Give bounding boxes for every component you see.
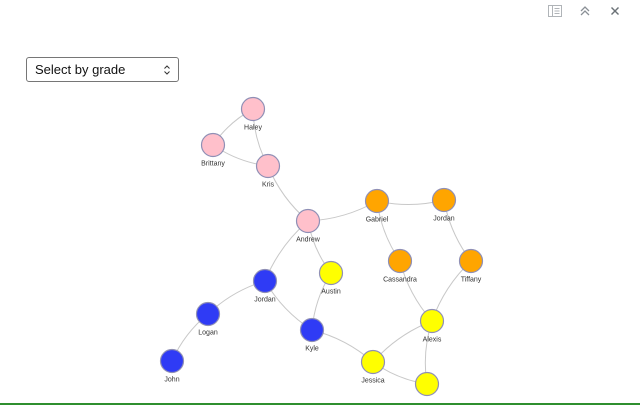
node-cassandra[interactable]: Cassandra	[383, 248, 417, 284]
node-circle-unnamed[interactable]	[414, 371, 440, 397]
node-jordan-o[interactable]: Jordan	[431, 187, 457, 223]
node-label-jordan-b: Jordan	[254, 297, 276, 304]
node-andrew[interactable]: Andrew	[295, 208, 321, 244]
node-label-brittany: Brittany	[201, 161, 225, 168]
node-circle-john[interactable]	[159, 348, 185, 374]
node-circle-jessica[interactable]	[360, 349, 386, 375]
node-circle-austin[interactable]	[318, 260, 344, 286]
node-alexis[interactable]: Alexis	[419, 308, 445, 344]
node-john[interactable]: John	[159, 348, 185, 384]
node-unnamed[interactable]	[414, 371, 440, 397]
node-label-john: John	[164, 377, 179, 384]
node-jordan-b[interactable]: Jordan	[252, 268, 278, 304]
node-label-austin: Austin	[321, 289, 341, 296]
node-brittany[interactable]: Brittany	[200, 132, 226, 168]
node-label-cassandra: Cassandra	[383, 277, 417, 284]
collapse-up-icon[interactable]	[574, 2, 596, 20]
node-label-jessica: Jessica	[361, 378, 384, 385]
node-circle-cassandra[interactable]	[387, 248, 413, 274]
node-kris[interactable]: Kris	[255, 153, 281, 189]
node-austin[interactable]: Austin	[318, 260, 344, 296]
close-icon[interactable]	[604, 2, 626, 20]
window-controls	[544, 2, 626, 20]
node-circle-gabriel[interactable]	[364, 188, 390, 214]
node-kyle[interactable]: Kyle	[299, 317, 325, 353]
node-circle-alexis[interactable]	[419, 308, 445, 334]
node-gabriel[interactable]: Gabriel	[364, 188, 390, 224]
node-tiffany[interactable]: Tiffany	[458, 248, 484, 284]
node-label-gabriel: Gabriel	[366, 217, 389, 224]
grade-select-value: Select by grade	[35, 62, 126, 77]
node-label-kyle: Kyle	[305, 346, 319, 353]
node-circle-jordan-o[interactable]	[431, 187, 457, 213]
grade-select[interactable]: Select by grade	[26, 57, 179, 82]
node-label-kris: Kris	[262, 182, 275, 189]
node-circle-jordan-b[interactable]	[252, 268, 278, 294]
node-jessica[interactable]: Jessica	[360, 349, 386, 385]
node-circle-andrew[interactable]	[295, 208, 321, 234]
node-haley[interactable]: Haley	[240, 96, 266, 132]
node-label-jordan-o: Jordan	[433, 216, 455, 223]
panel-toggle-icon[interactable]	[544, 2, 566, 20]
node-circle-kris[interactable]	[255, 153, 281, 179]
node-label-andrew: Andrew	[296, 237, 321, 244]
node-label-tiffany: Tiffany	[461, 277, 482, 284]
node-circle-tiffany[interactable]	[458, 248, 484, 274]
node-label-alexis: Alexis	[423, 337, 442, 344]
node-logan[interactable]: Logan	[195, 301, 221, 337]
node-circle-haley[interactable]	[240, 96, 266, 122]
node-circle-logan[interactable]	[195, 301, 221, 327]
node-circle-kyle[interactable]	[299, 317, 325, 343]
select-arrows-icon	[160, 64, 174, 76]
node-label-haley: Haley	[244, 125, 262, 132]
node-circle-brittany[interactable]	[200, 132, 226, 158]
node-label-logan: Logan	[198, 330, 218, 337]
